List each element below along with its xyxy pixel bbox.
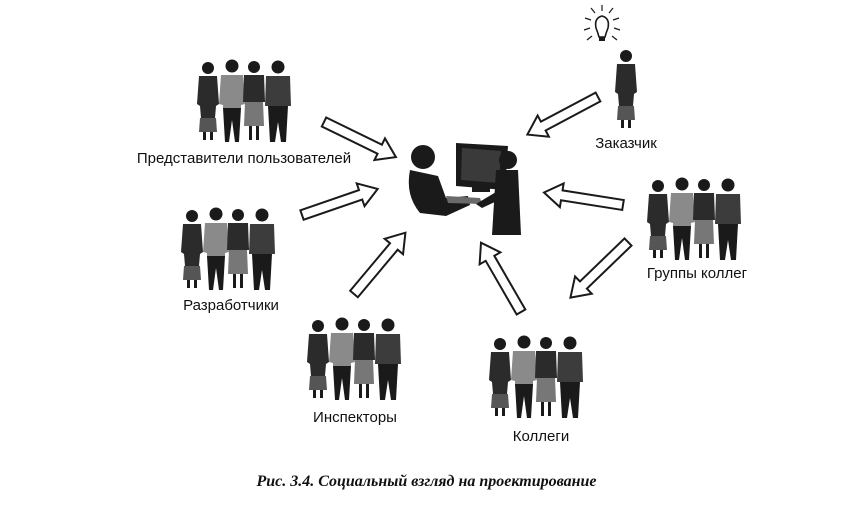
label-colleagues: Коллеги xyxy=(512,428,570,445)
label-inspectors: Инспекторы xyxy=(313,409,397,426)
customer-figure xyxy=(615,50,637,128)
inspectors-group-figures xyxy=(307,318,401,401)
label-users: Представители пользователей xyxy=(136,150,352,167)
arrow-from-inspectors xyxy=(343,224,416,303)
figure-caption: Рис. 3.4. Социальный взгляд на проектиро… xyxy=(256,473,597,490)
arrow-from-peer-groups xyxy=(541,179,626,218)
label-developers: Разработчики xyxy=(183,297,279,314)
arrow-from-colleagues xyxy=(469,235,533,319)
lightbulb-icon xyxy=(583,5,621,41)
arrow-from-developers xyxy=(297,176,383,228)
developers-group-figures xyxy=(181,208,275,291)
label-peer-groups: Группы коллег xyxy=(646,265,748,282)
colleagues-group-figures xyxy=(489,336,583,419)
arrow-to-colleagues xyxy=(561,232,638,308)
peer-groups-group-figures xyxy=(647,178,741,261)
label-customer: Заказчик xyxy=(595,135,657,152)
users-group-figures xyxy=(197,60,291,143)
arrow-from-customer xyxy=(520,85,605,147)
designer-at-computer-icon xyxy=(408,143,521,235)
